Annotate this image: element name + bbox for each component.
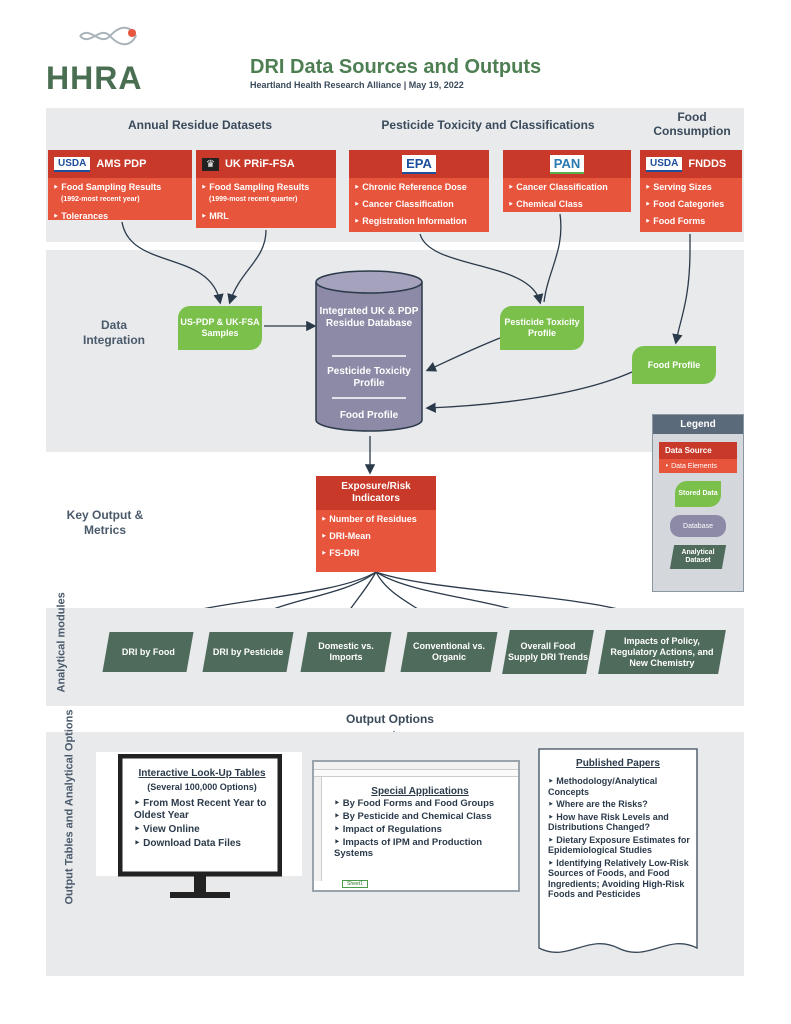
section-food-consumption: Food Consumption xyxy=(653,110,731,138)
label-data-integration: Data Integration xyxy=(83,318,145,347)
pan-logo-icon: PAN xyxy=(549,154,585,174)
database-part2: Pesticide Toxicity Profile xyxy=(327,366,411,389)
indicators-title: Exposure/Risk Indicators xyxy=(316,476,436,510)
spreadsheet-window: Sheet1 xyxy=(312,760,520,892)
papers-title: Published Papers xyxy=(576,758,660,769)
papers-document xyxy=(538,748,698,953)
page-subtitle: Heartland Health Research Alliance | May… xyxy=(250,80,464,90)
stored-samples: US-PDP & UK-FSA Samples xyxy=(178,306,262,350)
label-key-output: Key Output & Metrics xyxy=(66,508,144,537)
page-title: DRI Data Sources and Outputs xyxy=(250,56,542,78)
source-epa: EPA ‣ Chronic Reference Dose ‣ Cancer Cl… xyxy=(349,150,489,232)
module-domestic-imports: Domestic vs. Imports xyxy=(300,632,392,672)
module-policy-impacts: Impacts of Policy, Regulatory Actions, a… xyxy=(598,630,726,674)
module-overall-trends: Overall Food Supply DRI Trends xyxy=(502,630,594,674)
module-conventional-organic: Conventional vs. Organic xyxy=(400,632,498,672)
logo xyxy=(46,25,156,100)
source-uk-prif: ♛UK PRiF-FSA ‣ Food Sampling Results (19… xyxy=(196,150,336,228)
stored-tox-profile: Pesticide Toxicity Profile xyxy=(500,306,584,350)
database-part3: Food Profile xyxy=(339,410,399,421)
database-cylinder xyxy=(315,270,423,432)
legend: Legend Data Source ‣ Data Elements Store… xyxy=(652,414,744,592)
section-annual-residue: Annual Residue Datasets xyxy=(127,118,273,132)
module-dri-by-food: DRI by Food xyxy=(102,632,194,672)
label-analytical-modules: Analytical modules xyxy=(55,592,68,693)
database-part1: Integrated UK & PDP Residue Database xyxy=(319,306,419,329)
special-list: ‣ By Food Forms and Food Groups ‣ By Pes… xyxy=(334,798,495,859)
output-options-title: Output Options xyxy=(346,712,434,726)
lookup-title: Interactive Look-Up Tables xyxy=(138,768,266,779)
lookup-subtitle: (Several 100,000 Options) xyxy=(147,782,257,792)
module-dri-by-pesticide: DRI by Pesticide xyxy=(202,632,294,672)
legend-stored: Stored Data xyxy=(675,481,721,507)
indicators-box: Exposure/Risk Indicators ‣ Number of Res… xyxy=(316,476,436,572)
label-output-tables: Output Tables and Analytical Options xyxy=(63,709,76,905)
legend-title: Legend xyxy=(653,415,743,434)
logo-text: HHRA xyxy=(46,60,143,96)
section-pesticide-tox: Pesticide Toxicity and Classifications xyxy=(381,118,595,132)
epa-logo-icon: EPA xyxy=(402,154,436,174)
monitor-icon xyxy=(118,754,282,898)
usda-logo-icon: USDA xyxy=(54,156,91,172)
special-title: Special Applications xyxy=(371,786,469,797)
legend-analytical: Analytical Dataset xyxy=(669,545,727,569)
source-pan: PAN ‣ Cancer Classification ‣ Chemical C… xyxy=(503,150,631,212)
stored-food-profile: Food Profile xyxy=(632,346,716,384)
legend-database: Database xyxy=(670,515,726,537)
sheet-tab[interactable]: Sheet1 xyxy=(342,880,368,888)
dna-icon xyxy=(79,26,137,46)
papers-list: ‣ Methodology/Analytical Concepts ‣ Wher… xyxy=(548,776,690,899)
crown-icon: ♛ xyxy=(202,157,219,171)
legend-data-source: Data Source ‣ Data Elements xyxy=(659,442,737,473)
usda-logo-icon: USDA xyxy=(646,156,683,172)
lookup-list: ‣ From Most Recent Year to Oldest Year ‣… xyxy=(134,798,267,849)
